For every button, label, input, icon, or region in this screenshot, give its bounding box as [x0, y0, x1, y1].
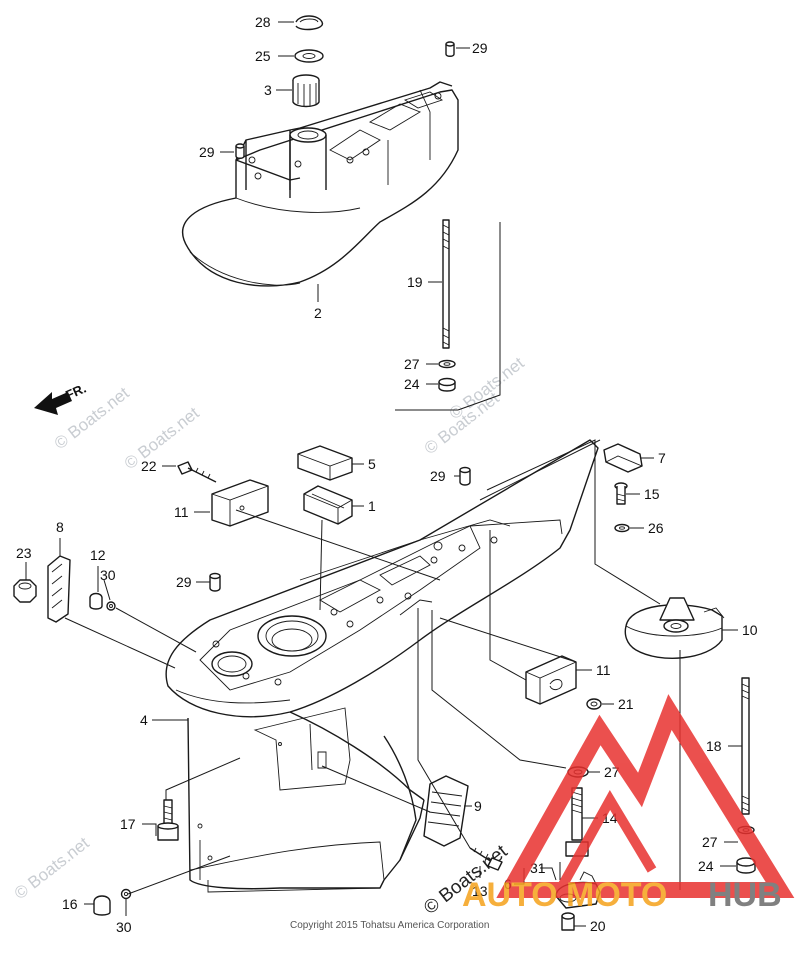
screw-20	[561, 912, 575, 931]
callout-24: 24	[698, 858, 714, 874]
plug-12	[89, 592, 103, 610]
plug-16	[93, 895, 111, 916]
logo-text-moto: MOTO	[566, 876, 667, 914]
dowel-29	[459, 466, 471, 486]
gear-case	[165, 439, 599, 893]
nut-24	[736, 857, 756, 874]
callout-7: 7	[658, 450, 666, 466]
callout-29: 29	[176, 574, 192, 590]
callout-30: 30	[100, 567, 116, 583]
callout-29: 29	[430, 468, 446, 484]
callout-22: 22	[141, 458, 157, 474]
callout-21: 21	[618, 696, 634, 712]
pad-5	[297, 445, 353, 481]
callout-26: 26	[648, 520, 664, 536]
dowel-29	[235, 143, 245, 159]
washer-25	[294, 49, 324, 63]
callout-15: 15	[644, 486, 660, 502]
callout-24: 24	[404, 376, 420, 392]
watermark: © Boats.net	[121, 403, 203, 473]
anode-plate-9	[423, 775, 469, 847]
callout-1: 1	[368, 498, 376, 514]
screw-15	[614, 482, 628, 505]
callout-9: 9	[474, 798, 482, 814]
nut-23	[13, 579, 37, 603]
callout-13: 13	[472, 883, 488, 899]
logo-text-hub: HUB	[708, 876, 782, 914]
callout-labels: 28 25 3 29 29 2 19 27 24 22 5 29 7 11 1 …	[16, 14, 758, 935]
copyright-notice: Copyright 2015 Tohatsu America Corporati…	[290, 920, 489, 931]
nut-21	[586, 698, 602, 710]
anode-plate-8	[47, 555, 71, 623]
bolt-22	[177, 461, 217, 483]
logo-text-auto: AUTO	[462, 876, 558, 914]
callout-25: 25	[255, 48, 271, 64]
automotohub-logo: AUTO MOTO HUB	[462, 694, 795, 914]
circlip-28	[295, 15, 323, 31]
stud-19	[442, 219, 450, 349]
callout-20: 20	[590, 918, 606, 934]
callout-10: 10	[742, 622, 758, 638]
callout-11: 11	[174, 504, 189, 520]
callout-17: 17	[120, 816, 136, 832]
upper-casing	[181, 81, 459, 287]
nut-24	[438, 377, 456, 392]
callout-19: 19	[407, 274, 423, 290]
watermark: © Boats.net	[51, 383, 133, 453]
dowel-29	[209, 572, 221, 592]
callout-3: 3	[264, 82, 272, 98]
callout-5: 5	[368, 456, 376, 472]
callout-leaders	[25, 21, 742, 927]
callout-27: 27	[404, 356, 420, 372]
callout-27: 27	[702, 834, 718, 850]
callout-31: 31	[530, 860, 546, 876]
washer-27	[438, 359, 456, 369]
callout-8: 8	[56, 519, 64, 535]
bolt-17	[157, 799, 179, 841]
cover-7	[603, 443, 643, 473]
anode-10	[624, 597, 725, 659]
pad-1	[303, 485, 353, 525]
rubber-mount-11	[211, 479, 269, 527]
bushing-3	[292, 74, 320, 108]
watermark: © Boats.net	[11, 833, 93, 903]
callout-23: 23	[16, 545, 32, 561]
assembly-lines	[64, 439, 681, 895]
rubber-mount-11	[525, 655, 577, 705]
callout-30: 30	[116, 919, 132, 935]
callout-12: 12	[90, 547, 106, 563]
washer-26	[614, 523, 630, 533]
dowel-29	[445, 41, 455, 57]
stud-18	[741, 677, 750, 815]
callout-28: 28	[255, 14, 271, 30]
bolt-13	[469, 847, 503, 871]
callout-29: 29	[472, 40, 488, 56]
callout-18: 18	[706, 738, 722, 754]
callout-11: 11	[596, 662, 611, 678]
callout-16: 16	[62, 896, 78, 912]
front-direction-indicator: FR.	[34, 381, 88, 415]
callout-2: 2	[314, 305, 322, 321]
washer-30	[106, 601, 116, 611]
callout-4: 4	[140, 712, 148, 728]
callout-29: 29	[199, 144, 215, 160]
front-label: FR.	[63, 381, 88, 403]
